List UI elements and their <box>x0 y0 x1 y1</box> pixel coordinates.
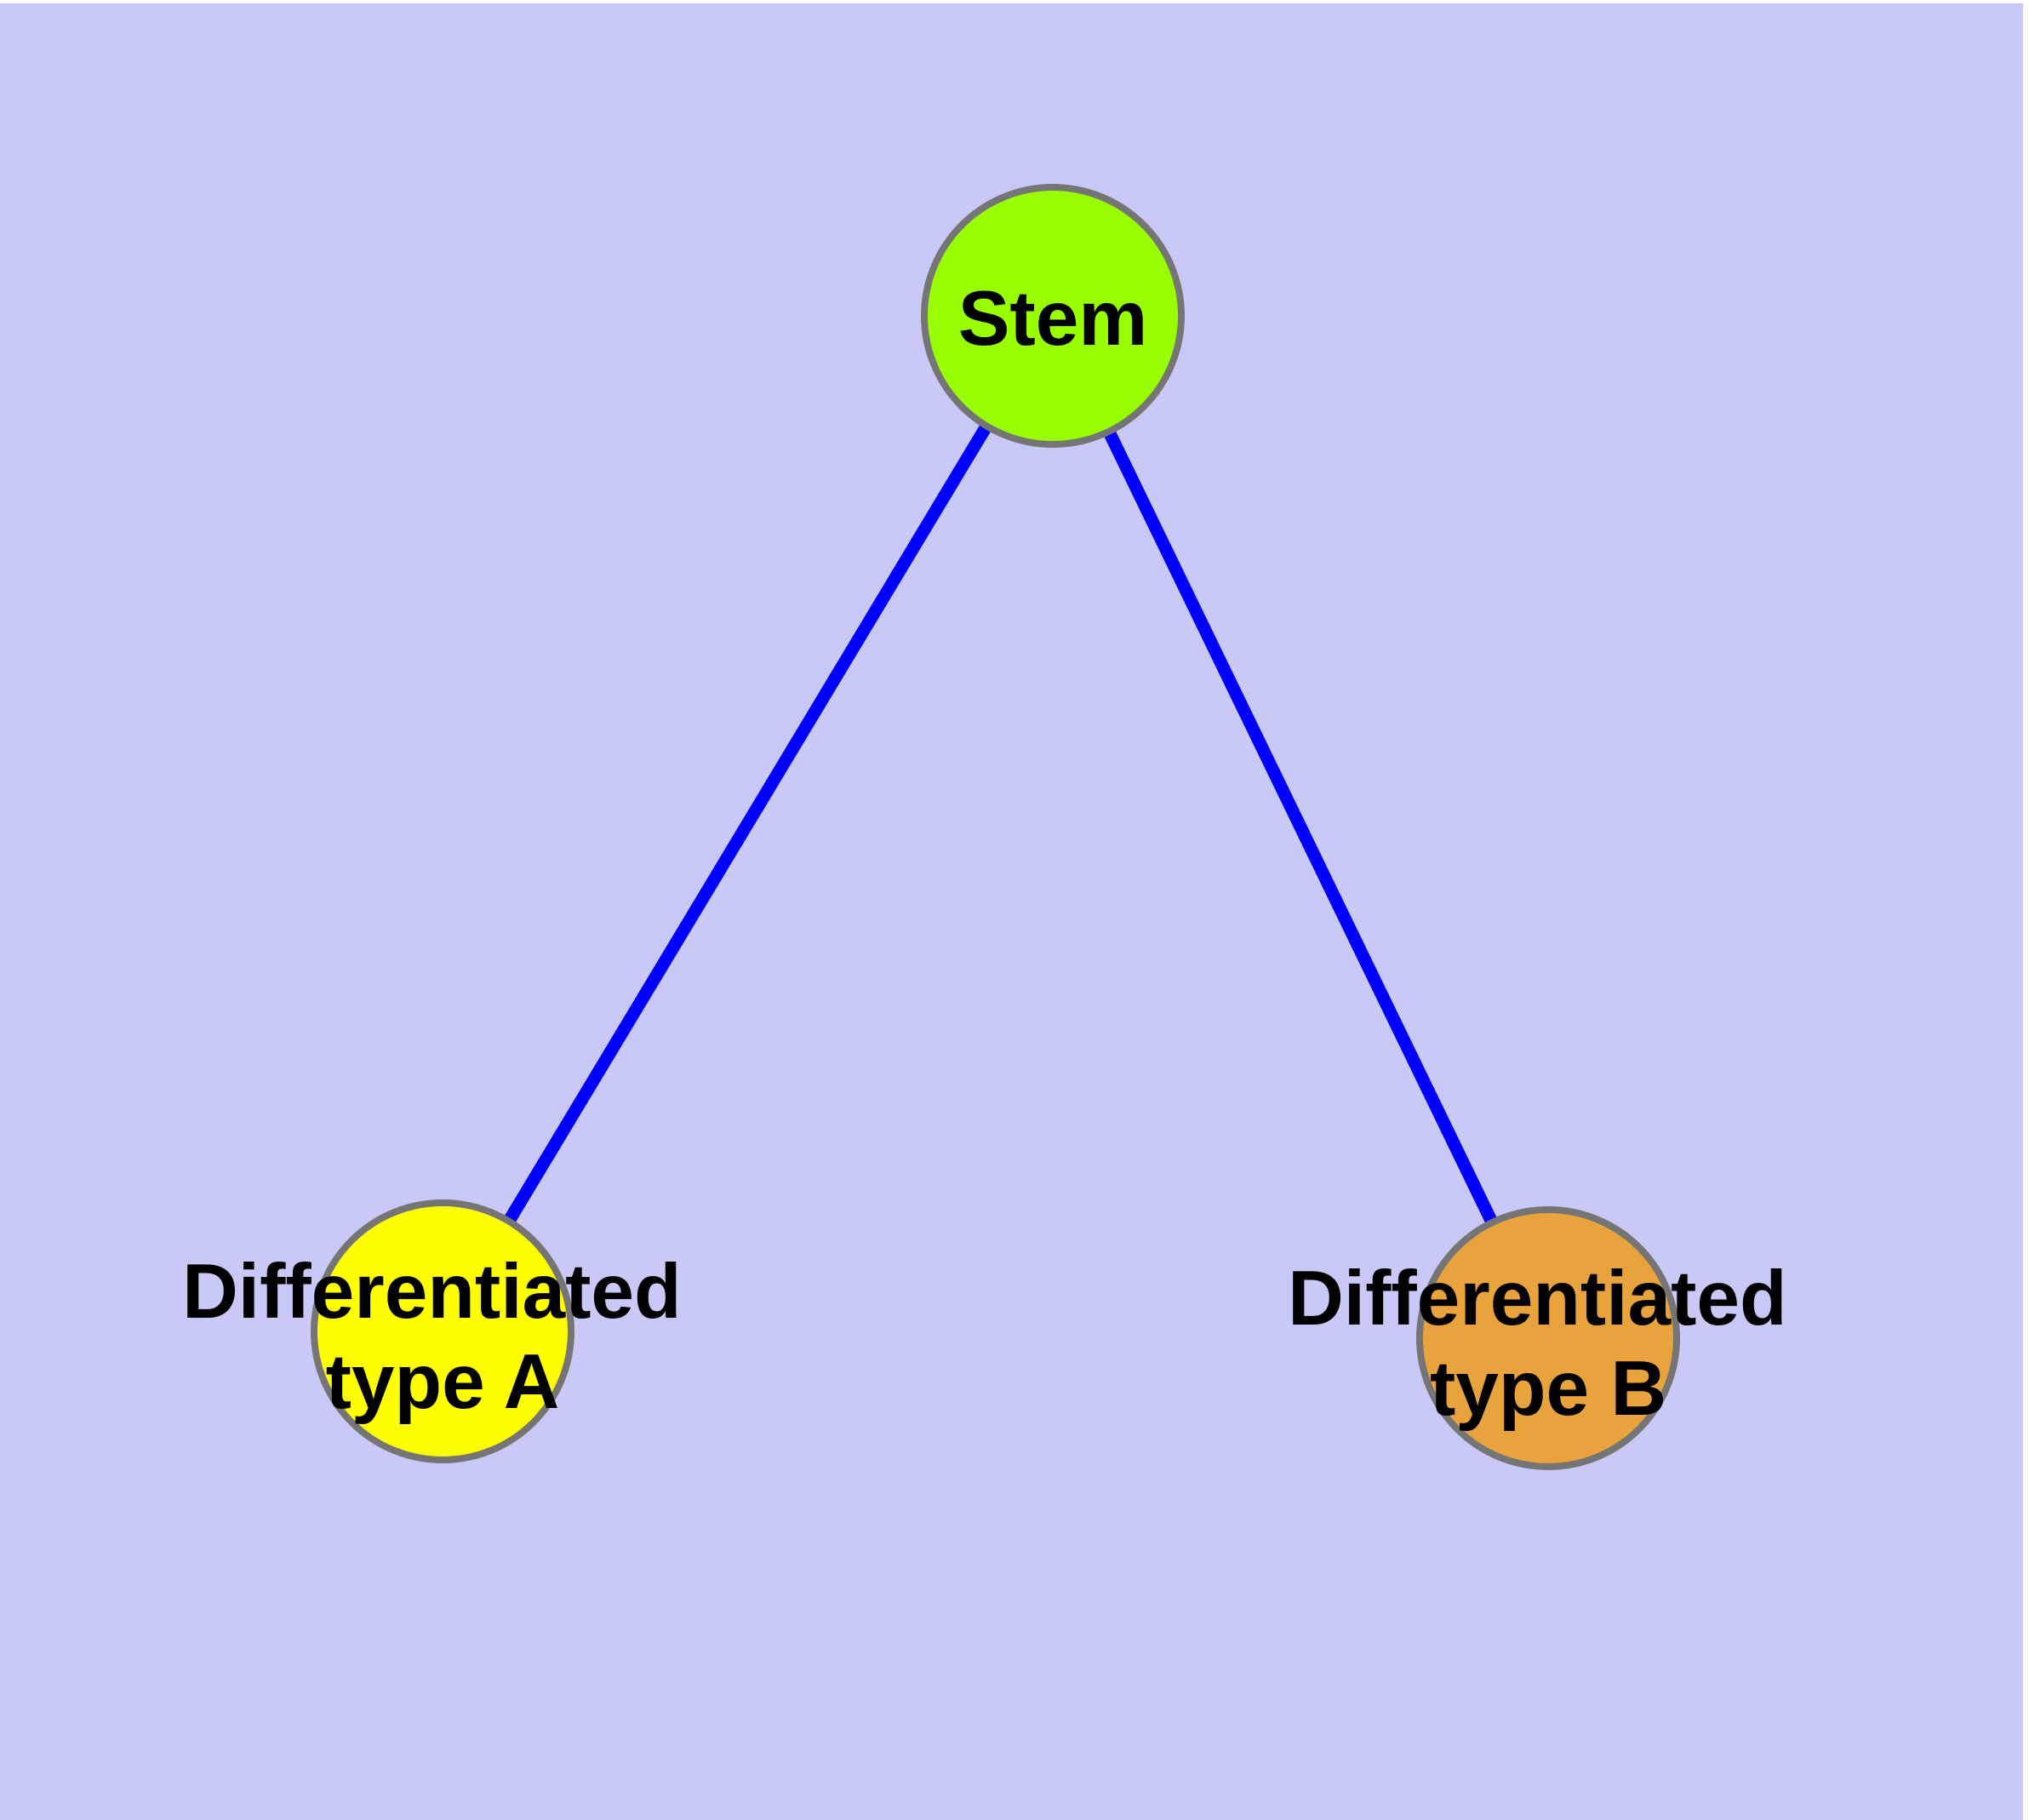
node-stem: Stem <box>921 184 1185 448</box>
edge-stem-to-type-a <box>437 312 1059 1335</box>
node-stem-circle <box>921 184 1185 448</box>
node-type-b-label: Differentiated type B <box>1288 1256 1809 1432</box>
node-type-a-label: Differentiated type A <box>182 1249 703 1425</box>
node-stem-label: Stem <box>958 276 1148 362</box>
node-type-a-circle <box>311 1199 574 1463</box>
node-differentiated-type-a: Differentiated type A <box>182 1199 703 1463</box>
edge-stem-to-type-b <box>1047 312 1554 1342</box>
node-type-b-circle <box>1416 1206 1680 1470</box>
node-type-a-label-line2: type A <box>326 1339 560 1425</box>
node-differentiated-type-b: Differentiated type B <box>1288 1206 1809 1470</box>
node-type-b-label-line1: Differentiated <box>1288 1256 1787 1342</box>
node-type-a-label-line1: Differentiated <box>182 1249 682 1335</box>
node-type-b-label-line2: type B <box>1430 1346 1666 1432</box>
